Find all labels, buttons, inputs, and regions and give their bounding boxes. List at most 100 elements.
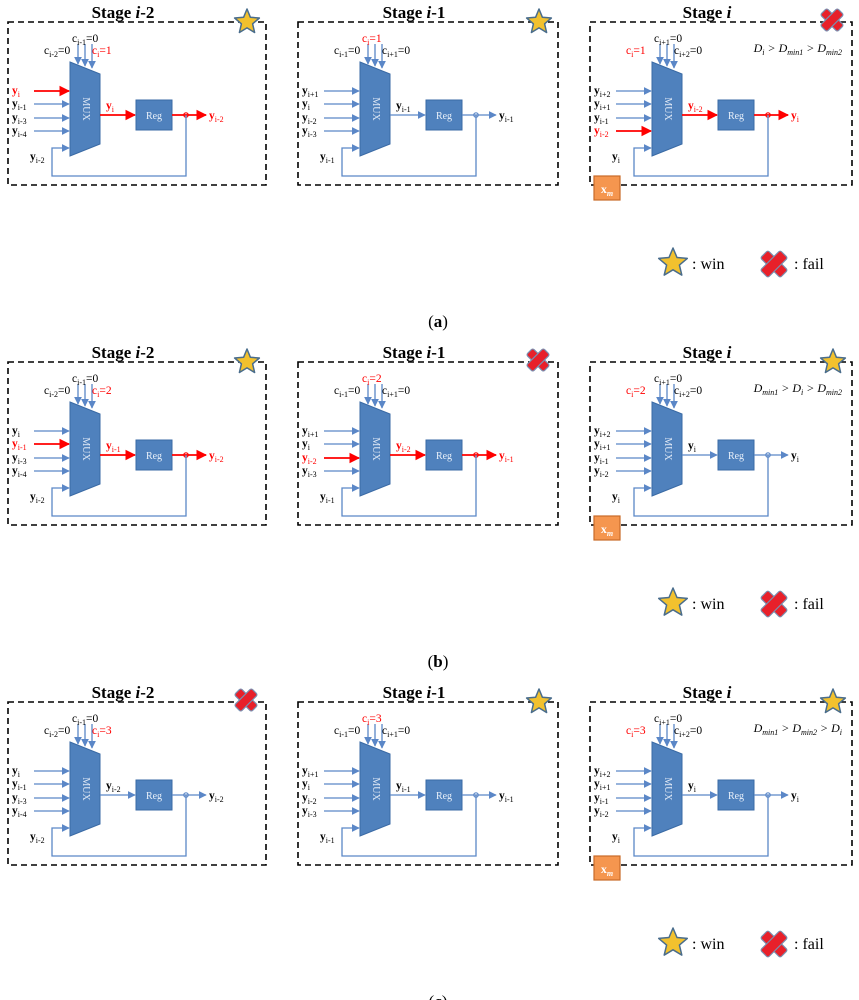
xm-label: xm	[601, 522, 613, 538]
input-label: yi	[302, 778, 311, 792]
stage-title: Stage i-2	[92, 343, 155, 362]
input-label: yi	[12, 85, 21, 99]
stage-frame	[589, 361, 853, 526]
input-label: yi-3	[302, 125, 317, 139]
feedback-wire	[341, 455, 477, 517]
xm-label: xm	[601, 182, 613, 198]
input-label: yi+2	[594, 425, 610, 439]
register-block	[135, 99, 173, 131]
register-block	[425, 779, 463, 811]
mux-label: MUX	[80, 437, 91, 461]
control-label-top: ci+1=0	[654, 713, 682, 727]
input-label: yi+2	[594, 85, 610, 99]
feedback-wire	[51, 115, 187, 177]
input-label: yi+2	[594, 765, 610, 779]
feedback-label: yi-1	[320, 831, 335, 845]
mux-output-label: yi	[688, 440, 697, 454]
cross-center	[826, 14, 838, 26]
output-label: yi-1	[499, 450, 514, 464]
input-label: yi+1	[594, 438, 610, 452]
condition-equation: Dmin1 > Di > Dmin2	[753, 381, 842, 397]
feedback-label: yi-1	[320, 151, 335, 165]
mux-block	[651, 61, 683, 157]
mux-output-label: yi-1	[396, 780, 411, 794]
input-label: yi-4	[12, 125, 27, 139]
control-label-right: ci+1=0	[382, 725, 410, 739]
mux-label: MUX	[370, 97, 381, 121]
feedback-wire	[633, 455, 769, 517]
cross-center	[532, 354, 544, 366]
legend-win-text: : win	[692, 936, 724, 953]
feedback-label: yi-2	[30, 151, 45, 165]
input-label: yi-2	[594, 805, 609, 819]
mux-block	[651, 401, 683, 497]
feedback-wire	[51, 795, 187, 857]
mux-output-label: yi-2	[106, 780, 121, 794]
input-label: yi-2	[594, 465, 609, 479]
stage-title: Stage i	[683, 683, 732, 702]
feedback-label: yi	[612, 151, 621, 165]
status-star-icon	[233, 8, 261, 34]
register-block	[717, 779, 755, 811]
control-label-right: ci+2=0	[674, 725, 702, 739]
mux-output-label: yi	[688, 780, 697, 794]
input-label: yi+1	[302, 765, 318, 779]
legend-win-text: : win	[692, 256, 724, 273]
legend-fail-text: : fail	[794, 256, 824, 273]
stage-title: Stage i-1	[383, 3, 446, 22]
input-label: yi-1	[594, 452, 609, 466]
input-label: yi-2	[302, 112, 317, 126]
input-label: yi-1	[12, 778, 27, 792]
status-star-icon	[525, 8, 553, 34]
xm-block	[593, 175, 621, 201]
register-label: Reg	[728, 111, 744, 122]
output-label: yi	[791, 110, 800, 124]
stage-frame	[589, 21, 853, 186]
input-label: yi-4	[12, 805, 27, 819]
control-label-right: ci=2	[92, 385, 112, 399]
input-label: yi-1	[594, 112, 609, 126]
legend-cross-icon	[760, 930, 788, 958]
cross-center	[767, 257, 781, 271]
feedback-wire	[633, 795, 769, 857]
mux-label: MUX	[80, 777, 91, 801]
input-label: yi-2	[302, 452, 317, 466]
stage-title: Stage i-2	[92, 683, 155, 702]
legend-fail-text: : fail	[794, 596, 824, 613]
input-label: yi-2	[594, 125, 609, 139]
output-label: yi-1	[499, 790, 514, 804]
mux-label: MUX	[80, 97, 91, 121]
stage-frame	[297, 701, 559, 866]
feedback-wire	[633, 115, 769, 177]
control-label-left: ci-2=0	[44, 385, 70, 399]
control-label-top: ci=1	[362, 33, 382, 47]
stage-title: Stage i	[683, 343, 732, 362]
mux-output-label: yi-2	[688, 100, 703, 114]
feedback-wire	[51, 455, 187, 517]
control-label-top: ci+1=0	[654, 33, 682, 47]
control-label-left: ci-2=0	[44, 45, 70, 59]
control-label-top: ci-1=0	[72, 33, 98, 47]
xm-label: xm	[601, 862, 613, 878]
legend-star-icon	[657, 587, 689, 616]
status-cross-icon	[820, 8, 844, 32]
legend-cross-icon	[760, 250, 788, 278]
stage-title: Stage i-1	[383, 343, 446, 362]
legend-star-icon	[657, 247, 689, 276]
control-label-top: ci-1=0	[72, 373, 98, 387]
control-label-top: ci=2	[362, 373, 382, 387]
register-block	[135, 439, 173, 471]
register-label: Reg	[146, 111, 162, 122]
input-label: yi+1	[594, 778, 610, 792]
stage-frame	[589, 701, 853, 866]
register-block	[425, 99, 463, 131]
stage-frame	[7, 701, 267, 866]
mux-label: MUX	[370, 437, 381, 461]
input-label: yi-3	[12, 452, 27, 466]
mux-block	[69, 401, 101, 497]
input-label: yi	[302, 438, 311, 452]
input-label: yi-1	[12, 98, 27, 112]
